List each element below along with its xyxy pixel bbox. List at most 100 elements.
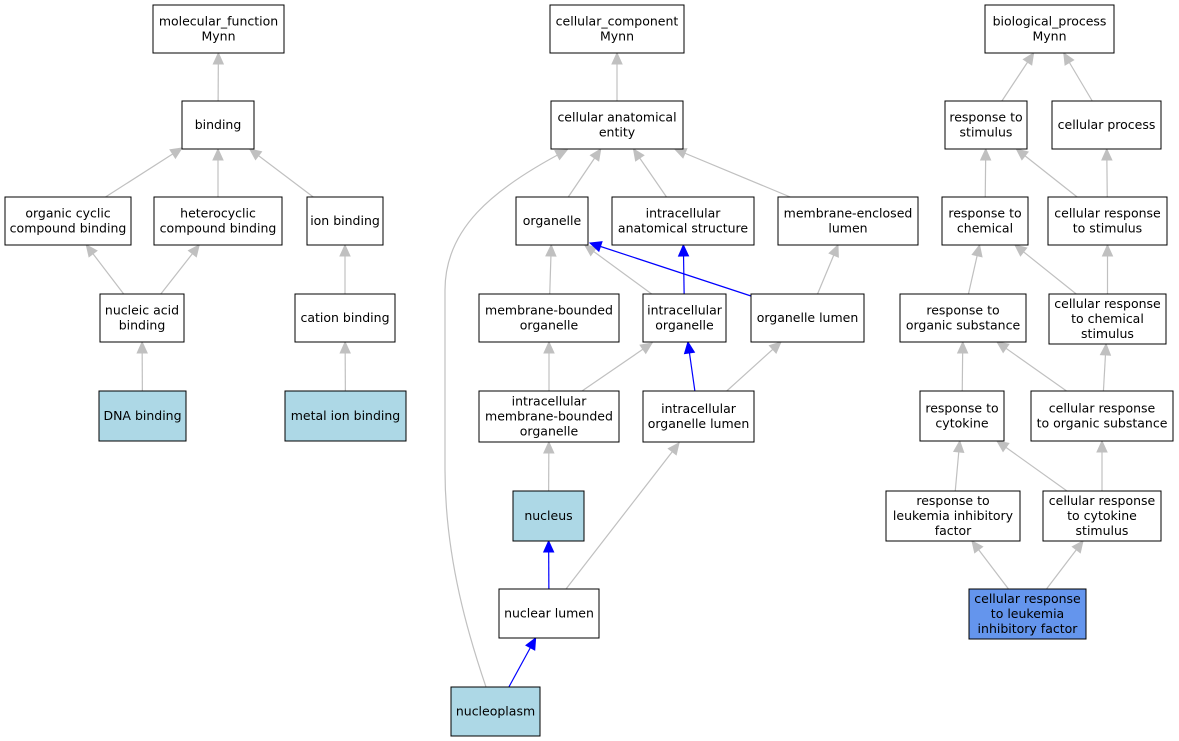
edge-intracellular_membrane_bounded_organelle-to-membrane_bounded_organelle: [543, 340, 555, 391]
node-organelle[interactable]: organelle: [515, 196, 589, 246]
edge-arrowhead: [667, 442, 680, 456]
node-label-line: response to: [916, 493, 989, 508]
node-box: [515, 196, 589, 246]
node-label-line: DNA binding: [103, 408, 181, 423]
node-label-line: response to: [926, 303, 999, 318]
node-label-line: leukemia inhibitory: [893, 508, 1014, 523]
edge-arrowhead: [136, 340, 148, 354]
node-box: [611, 196, 755, 246]
edge-arrowhead: [639, 342, 653, 355]
edge-arrowhead: [683, 340, 696, 355]
node-nucleus[interactable]: nucleus: [512, 490, 585, 542]
node-label-line: cellular response: [1054, 206, 1161, 221]
edge-arrowhead: [768, 341, 782, 354]
edge-arrowhead: [1015, 148, 1029, 161]
edge-organelle_lumen-to-membrane_enclosed_lumen: [816, 243, 839, 295]
edge-line: [996, 341, 1067, 392]
node-label-line: organelle: [523, 213, 582, 228]
node-ion-binding[interactable]: ion binding: [306, 196, 384, 246]
node-organelle-lumen[interactable]: organelle lumen: [750, 293, 865, 343]
edge-response_to_stimulus-to-biological_process: [1001, 51, 1035, 102]
node-label-line: cellular_component: [556, 14, 679, 29]
edge-line: [996, 440, 1068, 492]
edge-cellular_response_to_leukemia_inhibitory_factor-to-cellular_response_to_cytokine_stimulus: [1046, 540, 1084, 590]
edge-response_to_cytokine-to-response_to_organic_substance: [956, 340, 969, 392]
node-label-line: cytokine: [935, 416, 988, 431]
node-label-line: to cytokine: [1067, 508, 1137, 523]
edge-arrowhead: [187, 244, 200, 258]
edge-arrowhead: [169, 147, 184, 160]
edge-nuclear_lumen-to-intracellular_organelle_lumen: [565, 442, 680, 590]
node-box: [899, 293, 1027, 343]
edge-cellular_response_to_stimulus-to-cellular_process: [1101, 147, 1113, 198]
node-label-line: binding: [195, 117, 242, 132]
edge-arrowhead: [212, 147, 224, 161]
node-cellular-process[interactable]: cellular process: [1051, 100, 1162, 150]
node-label-line: compound binding: [160, 221, 277, 236]
node-nuclear-lumen[interactable]: nuclear lumen: [498, 588, 600, 639]
node-metal-ion-binding[interactable]: metal ion binding: [284, 390, 407, 442]
node-label-line: stimulus: [1081, 326, 1134, 341]
node-box: [944, 100, 1028, 150]
edge-arrowhead: [956, 340, 969, 354]
node-label-line: metal ion binding: [291, 408, 401, 423]
edge-arrowhead: [248, 148, 263, 161]
node-box: [777, 196, 919, 246]
edge-line: [565, 442, 680, 590]
node-label-line: organic substance: [906, 318, 1021, 333]
node-box: [1048, 293, 1167, 345]
edge-cellular_response_to_chemical_stimulus-to-response_to_chemical: [1014, 244, 1077, 295]
node-label-line: membrane-bounded: [485, 303, 613, 318]
node-cation-binding[interactable]: cation binding: [294, 293, 396, 343]
edge-nucleoplasm-to-nuclear_lumen: [508, 636, 537, 688]
node-dna-binding[interactable]: DNA binding: [98, 390, 187, 442]
node-nucleoplasm[interactable]: nucleoplasm: [450, 686, 541, 737]
node-box: [550, 100, 684, 150]
node-box: [1047, 196, 1168, 246]
edge-arrowhead: [339, 243, 351, 257]
edge-binding-to-molecular_function: [212, 51, 225, 102]
edge-membrane_bounded_organelle-to-organelle: [545, 243, 557, 295]
edge-cellular_process-to-biological_process: [1063, 51, 1093, 102]
edge-arrowhead: [588, 241, 603, 253]
node-label-line: response to: [925, 401, 998, 416]
node-binding[interactable]: binding: [181, 100, 255, 150]
edge-line: [589, 242, 752, 297]
node-box: [549, 4, 685, 54]
node-label-line: ion binding: [310, 213, 380, 228]
node-label-line: organic cyclic: [25, 206, 110, 221]
node-label-line: molecular_function: [159, 14, 278, 29]
node-label-line: response to: [949, 110, 1022, 125]
node-box: [984, 4, 1115, 54]
edge-arrowhead: [525, 636, 537, 651]
edge-arrowhead: [611, 51, 623, 65]
edge-intracellular_anatomical_structure-to-cellular_anatomical_entity: [632, 148, 667, 198]
node-label-line: inhibitory factor: [978, 621, 1079, 636]
node-box: [919, 390, 1005, 442]
